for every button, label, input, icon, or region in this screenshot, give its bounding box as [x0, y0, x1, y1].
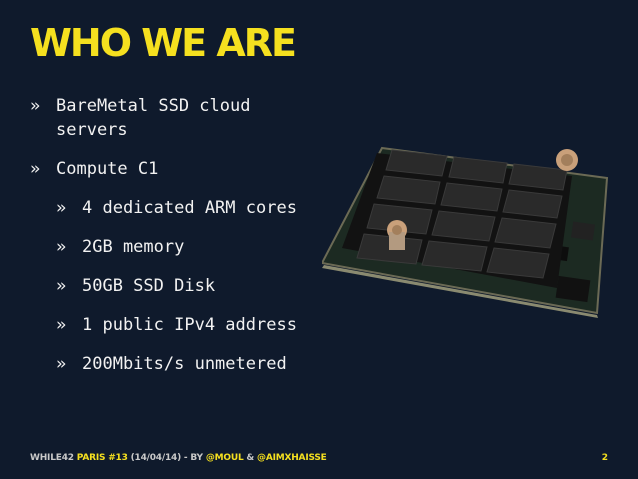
- bullet-marker: »: [56, 276, 67, 296]
- list-item: » 200Mbits/s unmetered: [30, 352, 300, 376]
- bullet-text: 2GB memory: [82, 237, 185, 257]
- footer: WHILE42 PARIS #13 (14/04/14) - BY @MOUL …: [30, 453, 327, 463]
- footer-event: WHILE42: [30, 453, 74, 463]
- bullet-text: 50GB SSD Disk: [82, 276, 216, 296]
- footer-author-2: @AIMXHAISSE: [257, 453, 327, 463]
- bullet-text: BareMetal SSD cloud servers: [56, 96, 251, 140]
- footer-date: (14/04/14): [130, 453, 182, 463]
- bullet-marker: »: [30, 96, 41, 116]
- list-item: » 50GB SSD Disk: [30, 274, 300, 298]
- slide-title: WHO WE ARE: [30, 21, 297, 65]
- footer-author-1: @MOUL: [205, 453, 244, 463]
- bullet-text: Compute C1: [56, 159, 159, 179]
- page-number: 2: [601, 453, 608, 463]
- footer-by: - BY: [183, 453, 203, 463]
- server-board-image: [322, 146, 609, 318]
- bullet-marker: »: [56, 198, 67, 218]
- bullet-list: » BareMetal SSD cloud servers » Compute …: [30, 94, 300, 391]
- bullet-marker: »: [30, 159, 41, 179]
- list-item: » Compute C1: [30, 157, 300, 181]
- bullet-marker: »: [56, 315, 67, 335]
- footer-amp: &: [246, 453, 255, 463]
- bullet-text: 200Mbits/s unmetered: [82, 354, 287, 374]
- bullet-text: 1 public IPv4 address: [82, 315, 297, 335]
- list-item: » BareMetal SSD cloud servers: [30, 94, 300, 142]
- list-item: » 1 public IPv4 address: [30, 313, 300, 337]
- list-item: » 2GB memory: [30, 235, 300, 259]
- bullet-text: 4 dedicated ARM cores: [82, 198, 297, 218]
- bullet-marker: »: [56, 237, 67, 257]
- list-item: » 4 dedicated ARM cores: [30, 196, 300, 220]
- bullet-marker: »: [56, 354, 67, 374]
- footer-edition: PARIS #13: [76, 453, 128, 463]
